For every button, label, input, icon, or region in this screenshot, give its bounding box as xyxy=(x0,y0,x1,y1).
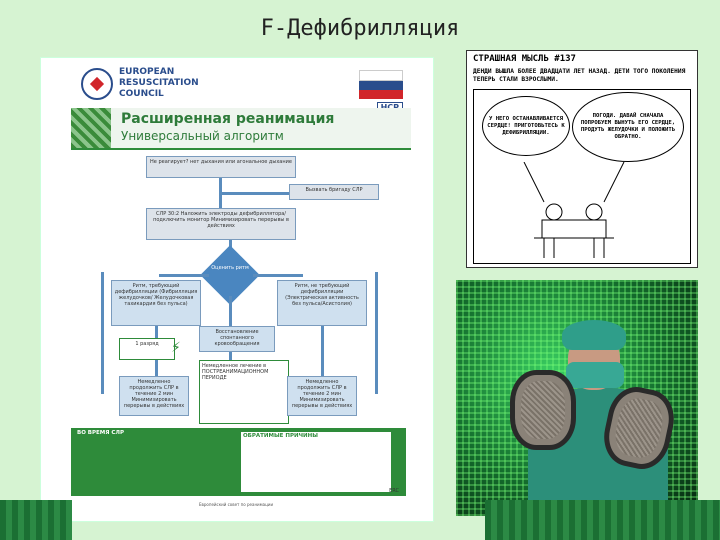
erc-org-line-2: RESUSCITATION xyxy=(119,78,199,88)
poster-info-panel: ВО ВРЕМЯ СЛР ОБРАТИМЫЕ ПРИЧИНЫ xyxy=(71,428,406,496)
comic-doctors-drawing xyxy=(523,162,625,258)
flow-arrow xyxy=(221,192,289,195)
surgeon-defibrillator-photo xyxy=(456,280,698,516)
flow-arrow xyxy=(155,360,158,376)
reversible-causes-column: ОБРАТИМЫЕ ПРИЧИНЫ xyxy=(241,432,391,492)
flow-cpr-box: СЛР 30:2 Наложить электроды дефибриллято… xyxy=(146,208,296,240)
erc-org-name: EUROPEAN RESUSCITATION COUNCIL xyxy=(119,67,199,100)
flow-resume-left-box: Немедленно продолжить СЛР в течение 2 ми… xyxy=(119,376,189,416)
comic-strip: СТРАШНАЯ МЫСЛЬ #137 ДЕНДИ ВЫШЛА БОЛЕЕ ДВ… xyxy=(466,50,698,268)
erc-heart-logo-icon xyxy=(81,68,113,100)
erc-org-line-1: EUROPEAN xyxy=(119,67,175,77)
poster-footnote: Европейский совет по реанимации xyxy=(198,502,274,507)
poster-heading: Расширенная реанимация xyxy=(121,111,335,127)
erc-org-line-3: COUNCIL xyxy=(119,89,164,99)
flow-shock-box: 1 разряд xyxy=(119,338,175,360)
comic-caption: ДЕНДИ ВЫШЛА БОЛЕЕ ДВАДЦАТИ ЛЕТ НАЗАД. ДЕ… xyxy=(473,68,686,83)
decorative-stripe xyxy=(485,500,720,540)
banner-photo xyxy=(71,108,111,148)
flow-loop-arrow xyxy=(375,272,378,394)
during-cpr-column: ВО ВРЕМЯ СЛР xyxy=(77,430,227,493)
erc-mark: ERC xyxy=(389,488,399,494)
flow-shockable-box: Ритм, требующий дефибрилляции (Фибрилляц… xyxy=(111,280,201,326)
decorative-stripe xyxy=(0,500,72,540)
flow-arrow xyxy=(253,274,303,277)
speech-bubble-right: ПОГОДИ. ДАВАЙ СНАЧАЛА ПОПРОБУЕМ ВЫНУТЬ Е… xyxy=(572,92,684,162)
flow-arrow xyxy=(219,178,222,208)
poster-banner: Расширенная реанимация Универсальный алг… xyxy=(71,108,411,150)
flow-rosc-box: Восстановление спонтанного кровообращени… xyxy=(199,326,275,352)
russian-flag-icon xyxy=(359,70,403,99)
flow-nonshockable-box: Ритм, не требующий дефибрилляции (Электр… xyxy=(277,280,367,326)
defibrillator-paddle-left-icon xyxy=(510,370,576,450)
poster-subheading: Универсальный алгоритм xyxy=(121,129,284,143)
flow-call-team-box: Вызвать бригаду СЛР xyxy=(289,184,379,200)
comic-title: СТРАШНАЯ МЫСЛЬ #137 xyxy=(473,54,576,64)
during-cpr-title: ВО ВРЕМЯ СЛР xyxy=(77,430,125,436)
flow-arrow xyxy=(155,326,158,338)
flow-start-box: Не реагирует? нет дыхания или агональное… xyxy=(146,156,296,178)
assess-rhythm-label: Оценить ритм xyxy=(211,265,249,271)
flow-loop-arrow xyxy=(101,272,104,394)
comic-panel: У НЕГО ОСТАНАВЛИВАЕТСЯ СЕРДЦЕ! ПРИГОТОВЬ… xyxy=(473,89,691,264)
flow-arrow xyxy=(159,274,209,277)
als-algorithm-poster: EUROPEAN RESUSCITATION COUNCIL НСР Расши… xyxy=(40,57,434,522)
slide-title: F-Дефибрилляция xyxy=(260,16,460,41)
flow-post-care-box: Немедленное лечение в ПОСТРЕАНИМАЦИОННОМ… xyxy=(199,360,289,424)
flow-arrow xyxy=(229,352,232,360)
flow-resume-right-box: Немедленно продолжить СЛР в течение 2 ми… xyxy=(287,376,357,416)
lightning-bolt-icon: ⚡ xyxy=(171,340,181,356)
flow-arrow xyxy=(321,326,324,376)
speech-bubble-left: У НЕГО ОСТАНАВЛИВАЕТСЯ СЕРДЦЕ! ПРИГОТОВЬ… xyxy=(482,96,570,156)
reversible-causes-title: ОБРАТИМЫЕ ПРИЧИНЫ xyxy=(243,433,318,439)
flow-arrow xyxy=(229,296,232,326)
